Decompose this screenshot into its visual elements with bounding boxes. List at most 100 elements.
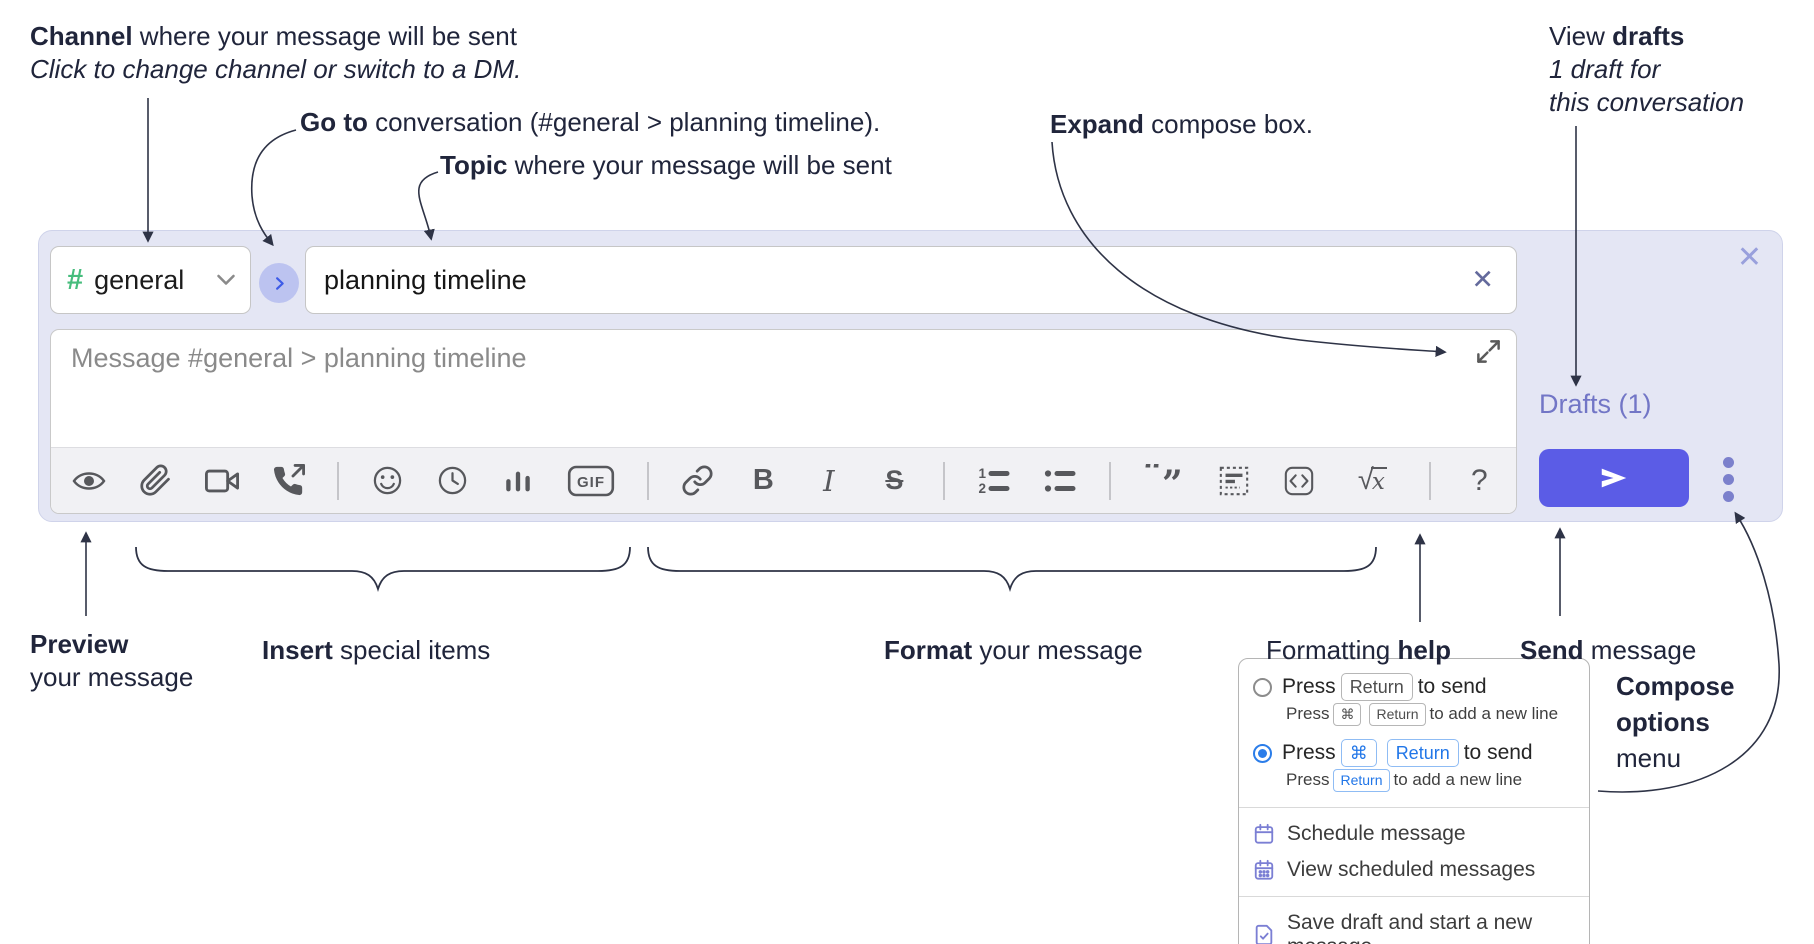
expand-annotation: Expand compose box.: [1050, 108, 1313, 141]
goto-annotation: Go to conversation (#general > planning …: [300, 106, 880, 139]
return-key: Return: [1386, 739, 1459, 767]
annotation-text: Channel: [30, 21, 133, 51]
quote-icon: “”: [1143, 464, 1183, 498]
formatting-help-button[interactable]: ?: [1463, 460, 1497, 502]
calendar-icon: [1253, 823, 1275, 845]
emoji-button[interactable]: [371, 460, 405, 502]
toolbar-divider: [336, 461, 339, 500]
clear-topic-button[interactable]: ✕: [1471, 264, 1494, 295]
annotation-text: Format: [884, 635, 973, 665]
radio-selected-icon[interactable]: [1253, 743, 1272, 763]
goto-conversation-button[interactable]: [259, 263, 299, 303]
format-brace: [647, 546, 1377, 593]
annotation-text: menu: [1616, 743, 1682, 773]
channel-selector[interactable]: # general: [50, 246, 251, 314]
compose-options-annotation: Compose options menu: [1616, 668, 1734, 776]
annotation-text: Send: [1520, 635, 1584, 665]
gif-icon: GIF: [567, 465, 615, 496]
topic-input[interactable]: planning timeline ✕: [305, 246, 1517, 314]
annotation-text: your message: [30, 662, 194, 692]
compose-box: ✕ # general planning timeline ✕ Message …: [38, 230, 1783, 522]
chevron-right-icon: [270, 274, 289, 293]
svg-text:2: 2: [979, 481, 987, 496]
close-compose-button[interactable]: ✕: [1737, 243, 1762, 273]
expand-icon: [1475, 338, 1502, 365]
close-icon: ✕: [1736, 241, 1762, 274]
svg-text:GIF: GIF: [577, 474, 605, 491]
annotation-text: compose box.: [1143, 109, 1314, 139]
bar-chart-icon: [506, 471, 531, 491]
math-button[interactable]: √x: [1348, 460, 1396, 502]
expand-compose-button[interactable]: [1475, 338, 1502, 365]
italic-button[interactable]: I: [812, 460, 846, 502]
global-time-button[interactable]: [436, 460, 470, 502]
menu-item-save-draft[interactable]: Save draft and start a new message: [1239, 905, 1589, 944]
menu-item-label: View scheduled messages: [1287, 858, 1536, 881]
radio-icon[interactable]: [1253, 677, 1272, 697]
video-camera-icon: [204, 469, 239, 492]
preview-annotation: Preview your message: [30, 628, 193, 694]
phone-outgoing-icon: [273, 463, 305, 495]
topic-arrow: [418, 171, 439, 241]
send-annotation: Send message: [1520, 634, 1696, 667]
channel-name: general: [94, 264, 185, 295]
send-icon: [1598, 462, 1630, 494]
annotation-text: options: [1616, 707, 1710, 737]
return-key: Return: [1333, 769, 1390, 792]
quote-button[interactable]: “”: [1143, 460, 1185, 502]
format-annotation: Format your message: [884, 634, 1143, 667]
annotation-text: Topic: [440, 150, 508, 180]
bulleted-list-button[interactable]: [1043, 460, 1077, 502]
toolbar-divider: [647, 461, 650, 500]
bold-button[interactable]: B: [747, 460, 781, 502]
annotation-text: 1 draft for: [1549, 54, 1661, 84]
clear-icon: ✕: [1471, 264, 1494, 295]
annotation-text: Go to: [300, 107, 368, 137]
preview-button[interactable]: [71, 460, 107, 502]
cmd-key: ⌘: [1333, 703, 1362, 726]
gif-button[interactable]: GIF: [567, 460, 615, 502]
menu-item-label: Schedule message: [1287, 822, 1466, 845]
attach-file-button[interactable]: [139, 460, 173, 502]
cmd-key: ⌘: [1340, 739, 1377, 767]
video-call-button[interactable]: [204, 460, 239, 502]
strikethrough-button[interactable]: S: [878, 460, 912, 502]
eye-icon: [72, 471, 106, 490]
menu-item-label: Save draft and start a new message: [1287, 911, 1533, 944]
spoiler-button[interactable]: [1217, 460, 1251, 502]
poll-button[interactable]: [502, 460, 536, 502]
send-button[interactable]: [1539, 449, 1689, 507]
goto-arrow: [250, 129, 297, 247]
svg-text:1: 1: [979, 466, 987, 481]
message-input[interactable]: Message #general > planning timeline: [71, 343, 527, 373]
italic-icon: I: [823, 463, 835, 498]
annotation-text: help: [1397, 635, 1451, 665]
code-button[interactable]: [1283, 460, 1317, 502]
drafts-link[interactable]: Drafts (1): [1539, 389, 1652, 419]
insert-brace: [135, 546, 631, 593]
link-button[interactable]: [681, 460, 715, 502]
menu-divider: [1239, 807, 1589, 808]
annotation-text: View: [1549, 21, 1613, 51]
return-key: Return: [1369, 703, 1426, 726]
compose-options-button[interactable]: [1705, 451, 1751, 507]
annotation-text: Preview: [30, 629, 129, 659]
message-area: Message #general > planning timeline GIF…: [50, 329, 1517, 514]
menu-item-view-scheduled[interactable]: View scheduled messages: [1239, 852, 1589, 888]
smiley-icon: [373, 466, 401, 495]
voice-call-button[interactable]: [271, 460, 305, 502]
toolbar-divider: [1109, 461, 1112, 500]
ellipsis-icon: [1722, 490, 1734, 502]
menu-item-schedule-message[interactable]: Schedule message: [1239, 816, 1589, 852]
toolbar-divider: [1428, 461, 1431, 500]
bulleted-list-icon: [1045, 469, 1076, 492]
code-icon: [1285, 466, 1314, 495]
